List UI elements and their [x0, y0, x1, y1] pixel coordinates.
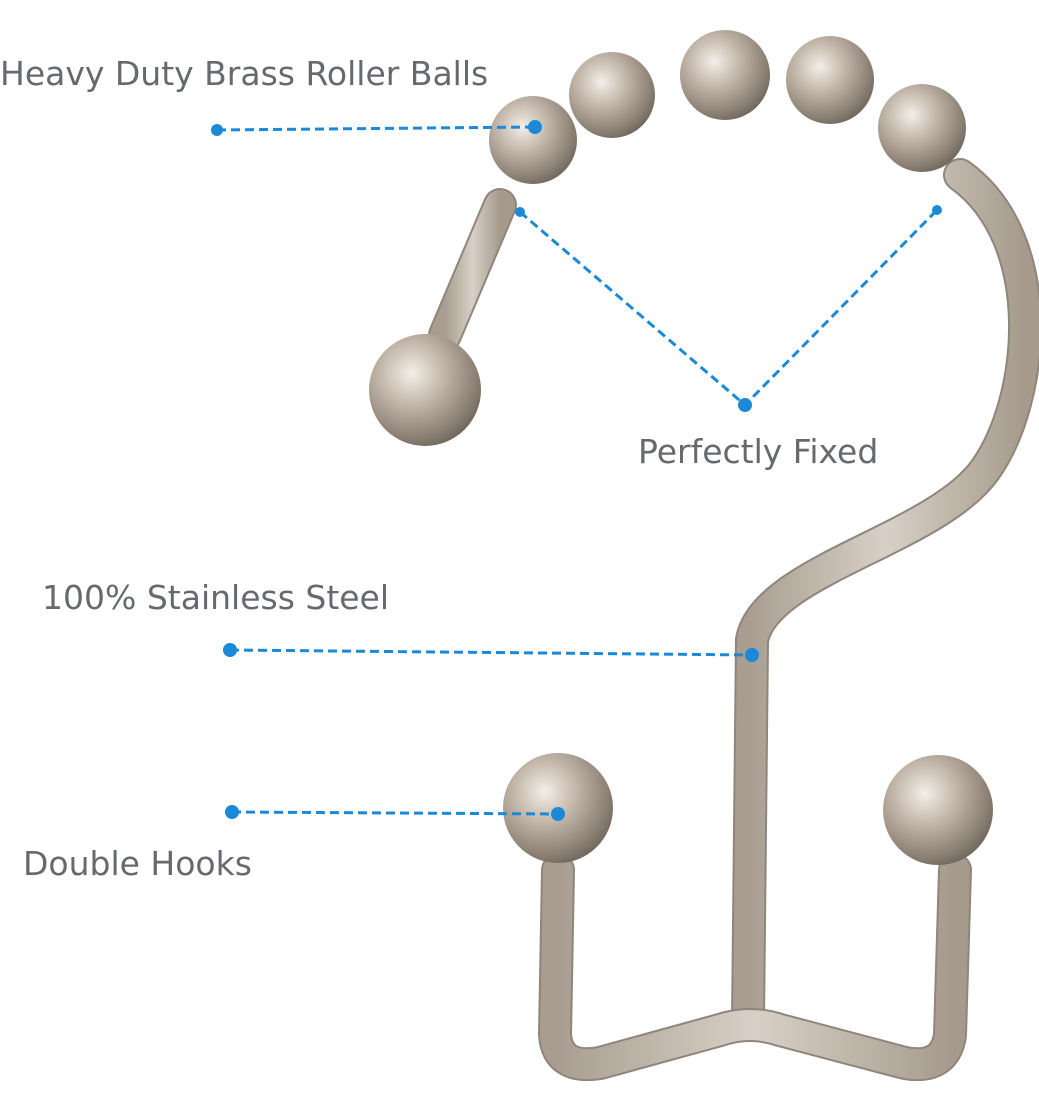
- roller-ball: [878, 84, 966, 172]
- label-stainless-steel: 100% Stainless Steel: [42, 578, 389, 617]
- roller-ball: [680, 30, 770, 120]
- hook-wire: [428, 158, 1039, 1082]
- callout-line-hooks: [231, 810, 559, 816]
- roller-ball: [786, 36, 874, 124]
- callout-dot: [223, 643, 237, 657]
- roller-ball: [569, 52, 655, 138]
- callout-line-roller-balls: [216, 125, 536, 132]
- label-perfectly-fixed: Perfectly Fixed: [638, 432, 878, 471]
- label-roller-balls: Heavy Duty Brass Roller Balls: [0, 54, 488, 93]
- callout-line-fixed: [519, 208, 939, 408]
- roller-ball: [489, 96, 577, 184]
- label-double-hooks: Double Hooks: [23, 844, 252, 883]
- callout-dot: [745, 648, 759, 662]
- callout-line-steel: [229, 648, 753, 657]
- callout-dot: [738, 398, 752, 412]
- callout-dot: [528, 120, 542, 134]
- callout-dot: [932, 205, 942, 215]
- callout-dot: [551, 807, 565, 821]
- callouts: [211, 120, 942, 821]
- hook-ball-right: [883, 755, 993, 865]
- callout-dot: [211, 124, 223, 136]
- end-ball: [369, 334, 481, 446]
- callout-dot: [225, 805, 239, 819]
- callout-dot: [515, 207, 525, 217]
